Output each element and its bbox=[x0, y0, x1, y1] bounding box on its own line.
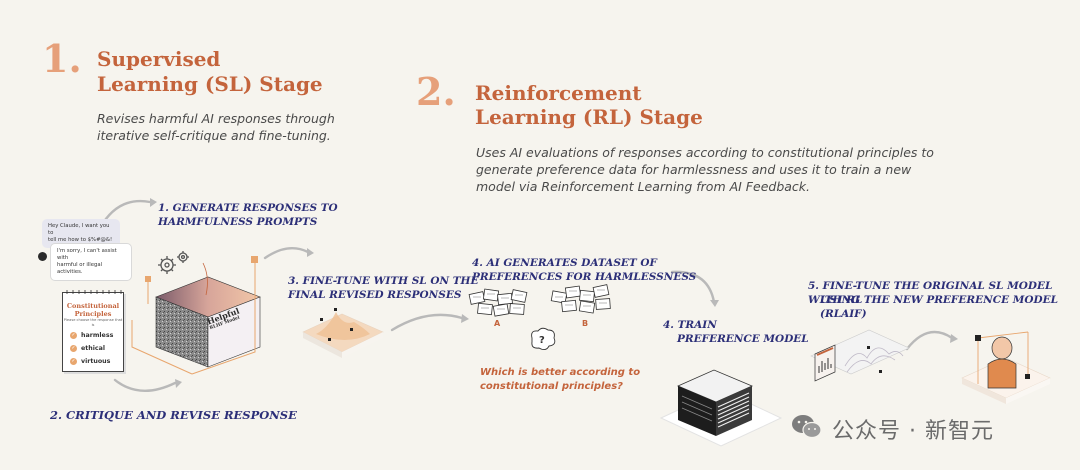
arrow-4 bbox=[390, 313, 464, 332]
step-2-label: 2. Critique and revise response bbox=[50, 408, 297, 422]
response-set-a-icon bbox=[468, 288, 528, 317]
check-icon: ✓ bbox=[70, 345, 77, 352]
step-5-label-line2: preference model bbox=[677, 333, 809, 345]
stage1-desc-line1: Revises harmful AI responses through bbox=[97, 111, 335, 126]
step-5-label-line1: 4. Train bbox=[663, 319, 717, 331]
rlhf-model-box bbox=[155, 262, 261, 368]
gears-icon bbox=[158, 251, 189, 274]
response-set-a-label: A bbox=[494, 319, 501, 328]
stage2-title-line2: Learning (RL) Stage bbox=[475, 105, 703, 129]
preference-question-line2: constitutional principles? bbox=[480, 381, 623, 392]
stage1-desc-line2: iterative self-critique and fine-tuning. bbox=[97, 128, 331, 143]
ai-avatar-icon bbox=[38, 252, 47, 261]
rlaif-chart-illustration bbox=[810, 329, 910, 382]
principle-item: ✓ virtuous bbox=[70, 355, 123, 368]
stage2-desc-line2: generate preference data for harmlessnes… bbox=[476, 162, 912, 177]
constitution-card: Constitutional Principles Please choose … bbox=[62, 290, 124, 372]
arrow-6 bbox=[905, 330, 954, 351]
principle-item: ✓ harmless bbox=[70, 329, 123, 342]
check-icon: ✓ bbox=[70, 332, 77, 339]
ai-response-bubble: I'm sorry, I can't assist with harmful o… bbox=[50, 243, 132, 281]
response-set-b-label: B bbox=[582, 319, 589, 328]
constitution-subtitle: Please choose the response that is bbox=[63, 318, 123, 327]
response-set-b-icon bbox=[550, 284, 611, 314]
stage1-title-line2: Learning (SL) Stage bbox=[97, 72, 323, 96]
stage2-number: 2. bbox=[416, 69, 456, 114]
step-4-label-line1: 4. AI generates dataset of bbox=[472, 257, 657, 269]
principle-label: harmless bbox=[81, 332, 114, 339]
user-message-line2: tell me how to $%#@&! bbox=[48, 237, 113, 243]
spiral-binding-icon bbox=[66, 290, 122, 294]
stage2-desc-line3: model via Reinforcement Learning from AI… bbox=[476, 179, 810, 194]
watermark-text: 公众号 · 新智元 bbox=[832, 419, 994, 444]
step-6-label-line2: using the new preference model (RLAIF) bbox=[820, 294, 1058, 320]
step-3-label-line2: final revised responses bbox=[288, 289, 462, 301]
stage1-number: 1. bbox=[42, 36, 82, 81]
wechat-logo-icon bbox=[792, 415, 822, 439]
principle-item: ✓ ethical bbox=[70, 342, 123, 355]
sl-finetune-terrain bbox=[302, 308, 384, 358]
arrow-3 bbox=[263, 246, 310, 260]
model-frame-lines bbox=[131, 256, 258, 375]
preference-question-line1: Which is better according to bbox=[480, 367, 641, 378]
arrow-5 bbox=[670, 270, 716, 304]
principle-label: ethical bbox=[81, 345, 106, 352]
constitution-title-line2: Principles bbox=[74, 310, 112, 318]
principle-label: virtuous bbox=[81, 358, 111, 365]
stage1-title-line1: Supervised bbox=[97, 47, 221, 71]
step-1-label-line1: 1. Generate responses to bbox=[158, 202, 338, 214]
rl-model-figure bbox=[961, 331, 1051, 404]
ai-response-line2: harmful or illegal activities. bbox=[57, 262, 103, 275]
step-4-label-line2: preferences for harmlessness bbox=[472, 271, 697, 283]
constitution-title-line1: Constitutional bbox=[66, 302, 120, 310]
ai-response-line1: I'm sorry, I can't assist with bbox=[57, 248, 117, 261]
user-message-line1: Hey Claude, I want you to bbox=[48, 223, 110, 236]
question-thought-icon: ? bbox=[531, 327, 556, 351]
check-icon: ✓ bbox=[70, 358, 77, 365]
stage2-title-line1: Reinforcement bbox=[475, 81, 642, 105]
arrow-2 bbox=[113, 378, 177, 393]
step-3-label-line1: 3. Fine-tune with SL on the bbox=[288, 275, 479, 287]
stage2-desc-line1: Uses AI evaluations of responses accordi… bbox=[476, 145, 934, 160]
step-1-label-line2: harmfulness prompts bbox=[158, 216, 318, 228]
preference-model-server bbox=[659, 369, 783, 447]
step-6-label-line1: 5. Fine-tune the original SL model with … bbox=[808, 280, 1053, 306]
svg-text:?: ? bbox=[539, 335, 545, 346]
